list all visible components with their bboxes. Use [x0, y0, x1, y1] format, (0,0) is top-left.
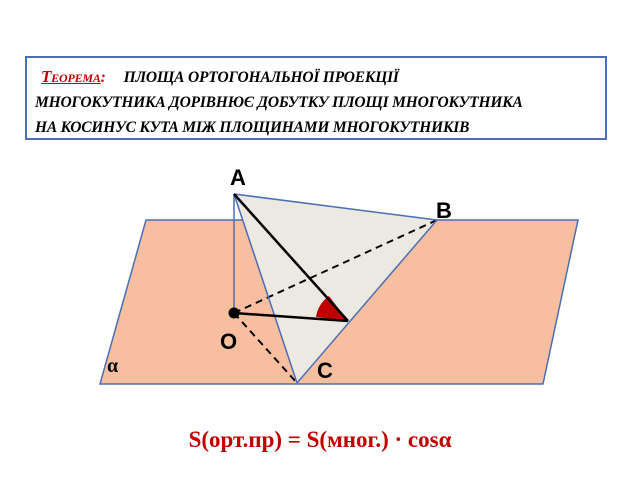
- label-o: O: [220, 329, 237, 354]
- line-o-to-foot: [233, 311, 349, 323]
- point-o-dot: [228, 307, 240, 319]
- label-b: B: [436, 198, 452, 223]
- edge-oc-dashed: [233, 312, 298, 384]
- formula: S(орт.пр) = S(мног.) · cosα: [188, 427, 452, 452]
- label-c: C: [317, 358, 333, 383]
- theorem-line-2: многокутника дорівнює добутку площі мног…: [35, 94, 523, 111]
- theorem-box: Теорема: Площа ортогональної проекції мно…: [25, 56, 607, 140]
- theorem-colon: :: [100, 69, 106, 86]
- triangle-abc: [234, 194, 437, 383]
- edge-bc: [296, 219, 438, 384]
- theorem-line-1: Теорема: Площа ортогональної проекції: [35, 64, 599, 90]
- theorem-text-1: Площа ортогональної проекції: [123, 69, 399, 86]
- label-a: A: [230, 165, 246, 190]
- theorem-title: Теорема: [41, 67, 101, 86]
- theorem-line-3: на косинус кута між площинами многокутни…: [35, 119, 470, 136]
- line-a-to-foot: [233, 193, 349, 322]
- edge-ab: [233, 193, 438, 221]
- angle-marker: [316, 296, 348, 321]
- label-alpha: α: [107, 355, 118, 377]
- edge-ac: [233, 193, 298, 384]
